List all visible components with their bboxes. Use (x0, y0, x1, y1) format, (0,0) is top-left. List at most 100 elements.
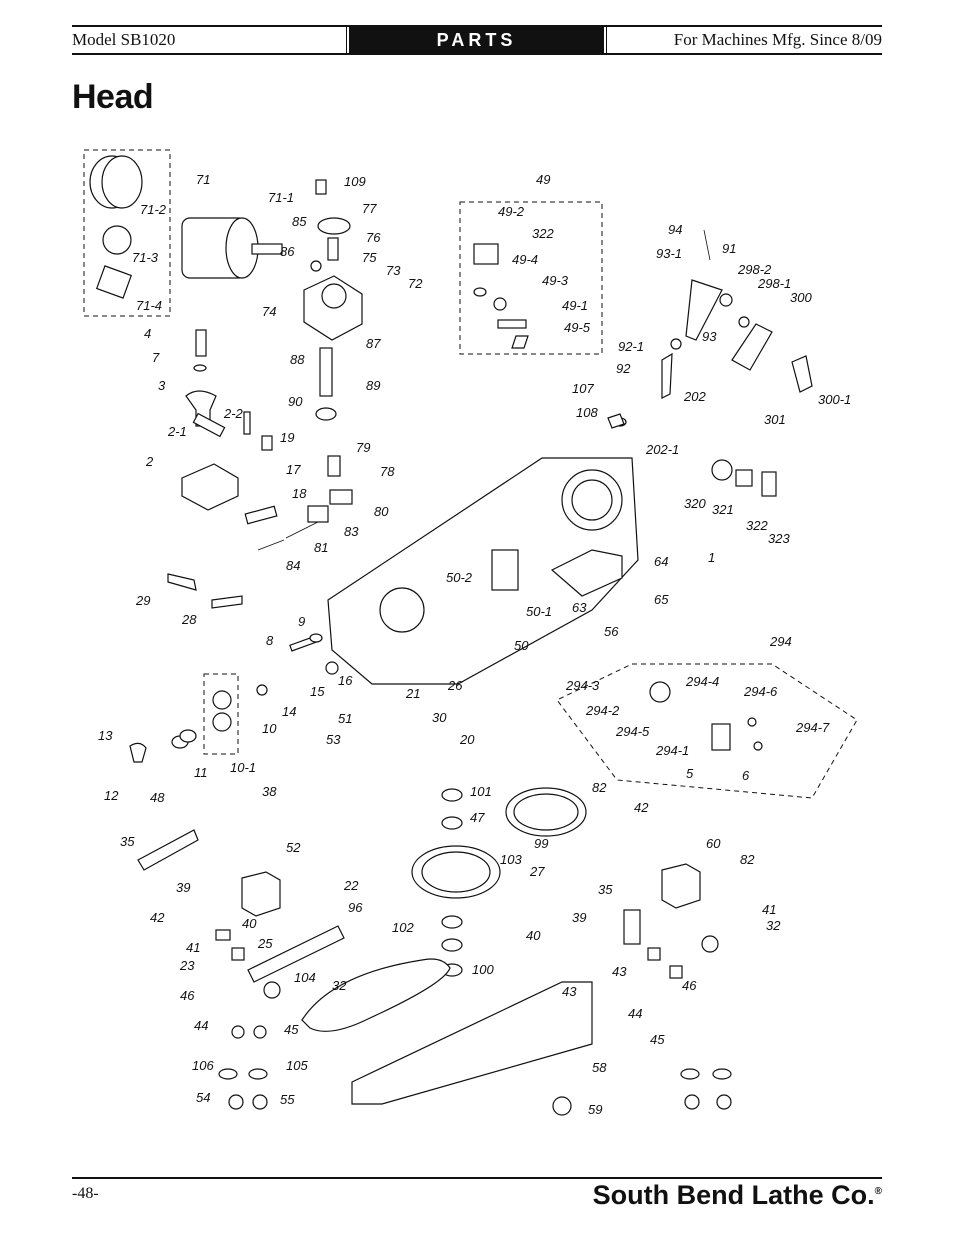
part-label: 109 (344, 174, 366, 189)
part-label: 5 (686, 766, 694, 781)
part-label: 10-1 (230, 760, 256, 775)
part-label: 71-1 (268, 190, 294, 205)
part-label: 294-4 (685, 674, 719, 689)
brand-logo: South Bend Lathe Co.® (592, 1180, 882, 1210)
brush-parts-box (556, 663, 858, 799)
part-label: 50 (514, 638, 529, 653)
part-label: 294-6 (743, 684, 778, 699)
part-label: 104 (294, 970, 316, 985)
part-label: 43 (562, 984, 577, 999)
part-label: 64 (654, 554, 668, 569)
part-label: 298-2 (737, 262, 772, 277)
part-label: 89 (366, 378, 380, 393)
header-top-rule (72, 25, 882, 27)
part-label: 22 (343, 878, 359, 893)
part-label: 85 (292, 214, 307, 229)
part-label: 77 (362, 201, 377, 216)
part-label: 50-2 (446, 570, 473, 585)
part-label: 12 (104, 788, 119, 803)
part-label: 60 (706, 836, 721, 851)
part-label: 56 (604, 624, 619, 639)
part-label: 2-1 (167, 424, 187, 439)
part-label: 100 (472, 962, 494, 977)
part-label: 7 (152, 350, 160, 365)
part-label: 75 (362, 250, 377, 265)
part-label: 3 (158, 378, 166, 393)
part-label: 83 (344, 524, 359, 539)
part-label: 93-1 (656, 246, 682, 261)
part-label: 42 (634, 800, 649, 815)
part-label: 76 (366, 230, 381, 245)
part-label: 71-2 (140, 202, 167, 217)
part-label: 91 (722, 241, 736, 256)
part-label: 294 (769, 634, 792, 649)
machine-date-label: For Machines Mfg. Since 8/09 (673, 30, 882, 49)
part-label: 107 (572, 381, 594, 396)
part-label: 81 (314, 540, 328, 555)
part-label: 71-4 (136, 298, 162, 313)
part-label: 79 (356, 440, 370, 455)
part-label: 294-5 (615, 724, 650, 739)
page-number: -48- (72, 1185, 99, 1202)
part-label: 294-3 (565, 678, 600, 693)
part-label: 30 (432, 710, 447, 725)
model-label: Model SB1020 (72, 30, 176, 49)
part-label: 300 (790, 290, 812, 305)
part-label: 4 (144, 326, 151, 341)
part-label: 48 (150, 790, 165, 805)
part-label: 15 (310, 684, 325, 699)
part-label: 39 (176, 880, 190, 895)
part-label: 106 (192, 1058, 214, 1073)
part-label: 41 (762, 902, 776, 917)
part-label: 2 (145, 454, 154, 469)
part-label: 82 (740, 852, 755, 867)
part-label: 49-5 (564, 320, 591, 335)
part-label: 39 (572, 910, 586, 925)
part-label: 10 (262, 721, 277, 736)
part-label: 322 (532, 226, 554, 241)
part-label: 6 (742, 768, 750, 783)
part-label: 108 (576, 405, 598, 420)
part-label: 298-1 (757, 276, 791, 291)
part-label: 46 (682, 978, 697, 993)
part-label: 49-4 (512, 252, 538, 267)
part-label: 87 (366, 336, 381, 351)
part-label: 294-1 (655, 743, 689, 758)
part-label: 17 (286, 462, 301, 477)
part-label: 300-1 (818, 392, 851, 407)
part-label: 49-2 (498, 204, 525, 219)
part-label: 38 (262, 784, 277, 799)
part-label: 40 (242, 916, 257, 931)
part-label: 13 (98, 728, 113, 743)
header-bottom-rule (72, 53, 882, 55)
part-label: 40 (526, 928, 541, 943)
part-label: 46 (180, 988, 195, 1003)
part-label: 59 (588, 1102, 602, 1117)
part-label: 294-2 (585, 703, 620, 718)
page-title: Head (72, 78, 154, 116)
part-label: 45 (650, 1032, 665, 1047)
part-label: 11 (194, 765, 208, 780)
part-label: 99 (534, 836, 548, 851)
part-label: 54 (196, 1090, 210, 1105)
part-label: 321 (712, 502, 734, 517)
part-label: 45 (284, 1022, 299, 1037)
part-label: 41 (186, 940, 200, 955)
part-label: 202-1 (645, 442, 679, 457)
part-label: 294-7 (795, 720, 830, 735)
part-label: 14 (282, 704, 296, 719)
bearing-parts-box (203, 673, 239, 755)
part-label: 86 (280, 244, 295, 259)
switch-parts-box (459, 201, 603, 355)
part-label: 9 (298, 614, 305, 629)
part-label: 49 (536, 172, 550, 187)
part-label: 320 (684, 496, 706, 511)
part-label: 323 (768, 531, 790, 546)
part-label: 21 (405, 686, 420, 701)
part-label: 49-3 (542, 273, 569, 288)
part-label: 44 (194, 1018, 208, 1033)
part-label: 84 (286, 558, 300, 573)
part-label: 202 (683, 389, 706, 404)
